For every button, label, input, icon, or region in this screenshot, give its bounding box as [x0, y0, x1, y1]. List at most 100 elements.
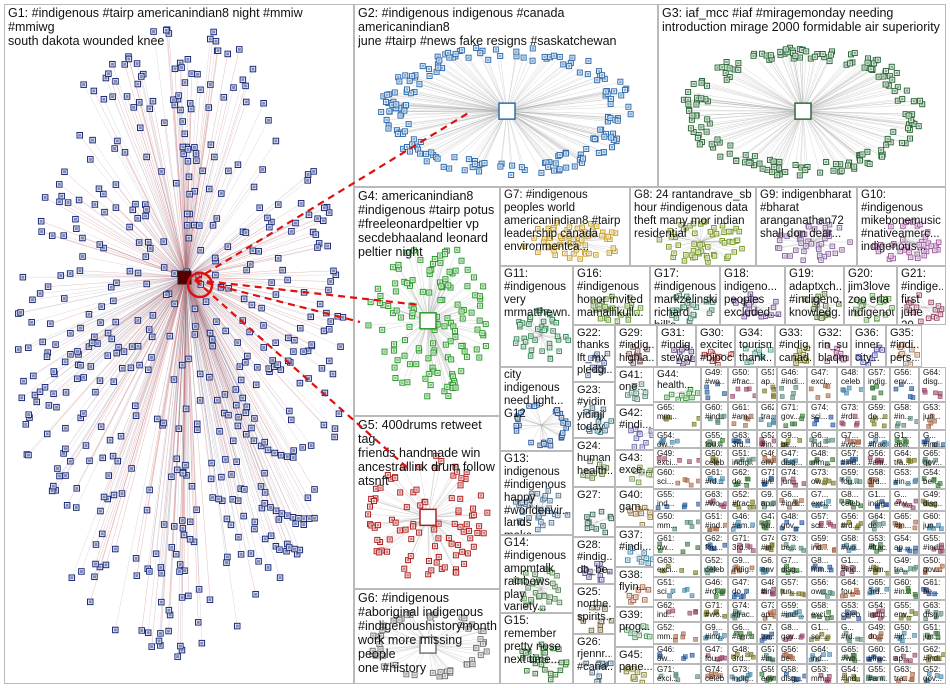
node-fill	[24, 423, 27, 426]
node-fill	[75, 506, 78, 509]
cluster-label: G4: americanindian8 #indigenous #tairp p…	[358, 189, 497, 259]
node-fill	[453, 156, 456, 159]
node-fill	[168, 335, 171, 338]
node-fill	[616, 119, 619, 122]
node-fill	[562, 432, 564, 434]
node-fill	[603, 135, 606, 138]
node-fill	[160, 572, 163, 575]
node-fill	[138, 101, 141, 104]
cluster-label: G5: 400drums retweet tag friends handmad…	[358, 418, 497, 488]
node-fill	[173, 525, 176, 528]
node-fill	[511, 164, 514, 167]
node-fill	[70, 576, 73, 579]
node-fill	[145, 208, 148, 211]
node-fill	[697, 137, 700, 140]
node-fill	[562, 63, 565, 66]
node-fill	[802, 259, 804, 261]
node-fill	[707, 261, 709, 263]
node-fill	[436, 372, 439, 375]
node-fill	[828, 60, 831, 63]
node-fill	[779, 51, 782, 54]
node-fill	[170, 475, 173, 478]
node-fill	[515, 430, 517, 432]
node-fill	[534, 673, 536, 675]
node-fill	[565, 427, 567, 429]
node-fill	[66, 504, 69, 507]
node-fill	[227, 287, 230, 290]
node-fill	[93, 203, 96, 206]
node-fill	[554, 674, 556, 676]
node-fill	[245, 269, 248, 272]
node-fill	[439, 299, 442, 302]
node-fill	[849, 62, 852, 65]
node-fill	[397, 133, 400, 136]
node-fill	[677, 244, 679, 246]
node-fill	[181, 519, 184, 522]
node-fill	[107, 474, 110, 477]
node-fill	[22, 380, 25, 383]
node-fill	[232, 439, 235, 442]
node-fill	[449, 340, 452, 343]
node-fill	[186, 58, 189, 61]
node-fill	[466, 285, 469, 288]
node-fill	[208, 598, 211, 601]
node-fill	[434, 545, 437, 548]
node-fill	[208, 376, 211, 379]
node-fill	[409, 363, 412, 366]
node-fill	[187, 357, 190, 360]
node-fill	[243, 488, 246, 491]
edge-line	[540, 425, 541, 445]
node-fill	[184, 464, 187, 467]
node-fill	[269, 506, 272, 509]
node-fill	[582, 157, 585, 160]
node-fill	[391, 104, 394, 107]
node-fill	[93, 575, 96, 578]
node-fill	[160, 170, 163, 173]
node-fill	[485, 345, 488, 348]
node-fill	[157, 639, 160, 642]
node-fill	[692, 83, 695, 86]
node-fill	[448, 167, 451, 170]
node-fill	[302, 523, 305, 526]
node-fill	[144, 255, 147, 258]
node-fill	[237, 536, 240, 539]
node-fill	[98, 565, 101, 568]
node-fill	[468, 530, 471, 533]
node-fill	[543, 56, 546, 59]
node-fill	[809, 57, 812, 60]
node-fill	[58, 474, 61, 477]
node-fill	[460, 370, 463, 373]
node-fill	[466, 268, 469, 271]
node-fill	[257, 560, 260, 563]
node-fill	[841, 249, 843, 251]
node-fill	[369, 301, 372, 304]
node-fill	[482, 532, 485, 535]
node-fill	[411, 312, 414, 315]
node-fill	[840, 169, 843, 172]
node-fill	[322, 329, 325, 332]
node-fill	[47, 285, 50, 288]
node-fill	[307, 377, 310, 380]
node-fill	[135, 557, 138, 560]
node-fill	[58, 183, 61, 186]
node-fill	[475, 348, 478, 351]
node-fill	[419, 152, 422, 155]
node-fill	[280, 512, 283, 515]
node-fill	[215, 320, 218, 323]
node-fill	[424, 501, 427, 504]
node-fill	[688, 110, 691, 113]
node-fill	[395, 103, 398, 106]
node-fill	[313, 517, 316, 520]
node-fill	[474, 294, 477, 297]
node-fill	[316, 217, 319, 220]
node-fill	[452, 375, 455, 378]
node-fill	[476, 328, 479, 331]
node-fill	[262, 346, 265, 349]
node-fill	[109, 439, 112, 442]
node-fill	[115, 352, 118, 355]
node-fill	[76, 377, 79, 380]
node-fill	[476, 532, 479, 535]
node-fill	[131, 208, 134, 211]
cluster-g3: G3: iaf_mcc #iaf #miragemonday needing i…	[658, 4, 946, 187]
cluster-g7: G7: #indigenous peoples world americanin…	[500, 187, 630, 266]
